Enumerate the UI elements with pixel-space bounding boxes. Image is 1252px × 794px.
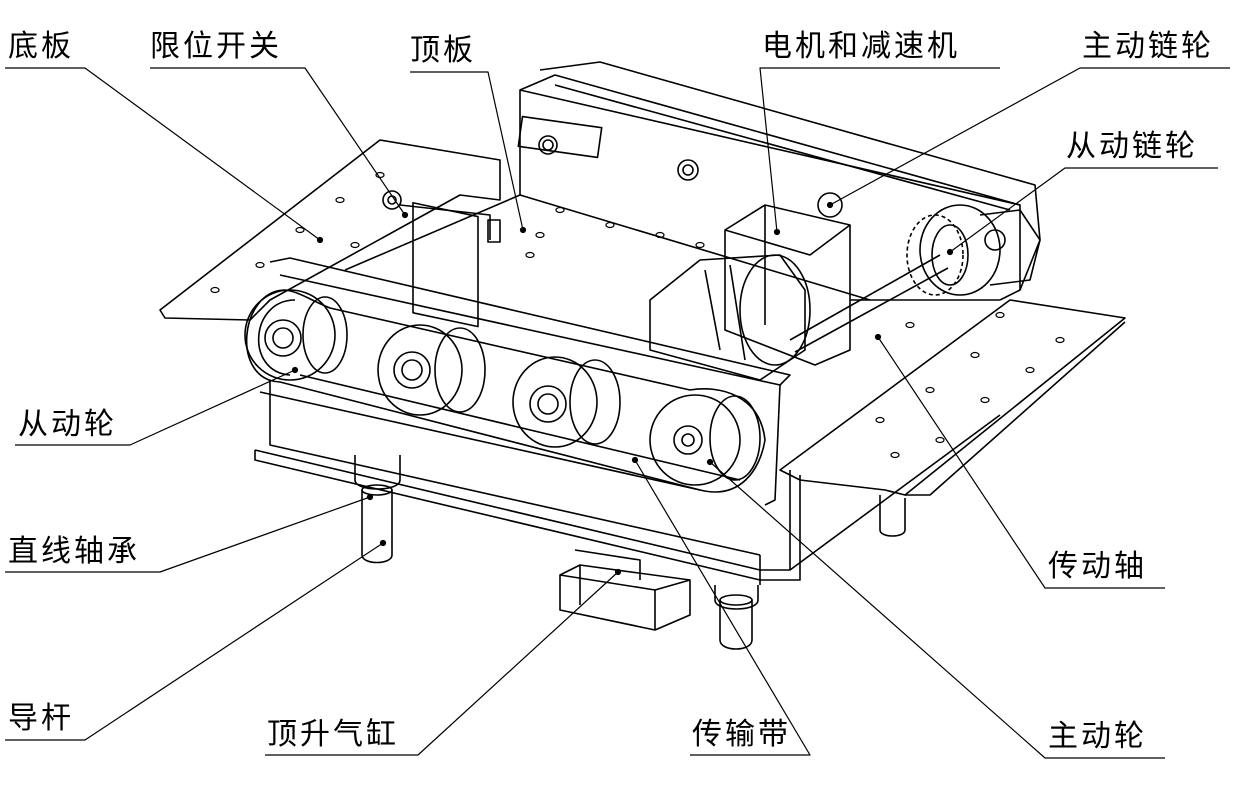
lift-cylinder-shape — [559, 549, 691, 631]
bottom-frame — [254, 380, 1001, 585]
plate-holes — [210, 171, 1065, 459]
label-drive-wheel: 主动轮 — [1048, 719, 1147, 754]
guide-rods-shape — [354, 455, 906, 650]
drive-wheel-shape — [649, 394, 761, 486]
label-limit-switch: 限位开关 — [150, 29, 282, 64]
limit-switch-shape — [382, 190, 501, 328]
roller-wheel-1 — [377, 324, 486, 416]
top-plate-shape — [344, 61, 1041, 301]
label-drive-shaft: 传动轴 — [1048, 549, 1147, 584]
driven-wheel-shape — [244, 289, 348, 381]
roller-wheel-2 — [512, 356, 621, 448]
label-linear-bearing: 直线轴承 — [8, 534, 140, 569]
label-motor-reducer: 电机和减速机 — [762, 29, 960, 64]
label-top-plate: 顶板 — [410, 33, 476, 68]
label-lift-cylinder: 顶升气缸 — [267, 717, 399, 752]
leader-lines — [5, 67, 1230, 759]
label-base-plate: 底板 — [8, 29, 74, 64]
label-driven-sprocket: 从动链轮 — [1066, 129, 1198, 164]
label-drive-sprocket: 主动链轮 — [1082, 29, 1214, 64]
label-guide-rod: 导杆 — [8, 701, 74, 736]
drive-shaft-shape — [789, 192, 1041, 353]
label-conveyor-belt: 传输带 — [692, 717, 791, 752]
motor-reducer-shape — [649, 204, 851, 381]
label-driven-wheel: 从动轮 — [18, 407, 117, 442]
bolts — [517, 115, 699, 181]
